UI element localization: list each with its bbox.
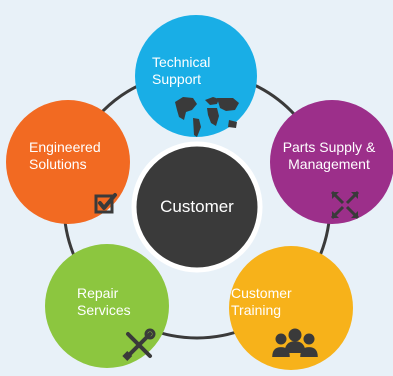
node-label-line: Technical	[152, 54, 210, 70]
node-circle-parts-supply	[270, 100, 393, 224]
center-label: Customer	[160, 197, 234, 216]
node-parts-supply: Parts Supply &Management	[270, 100, 393, 224]
node-circle-repair-services	[45, 244, 169, 368]
people-group-icon	[272, 328, 318, 357]
node-label-parts-supply: Parts Supply &Management	[283, 139, 376, 172]
world-map-icon	[175, 97, 239, 137]
node-label-line: Management	[288, 156, 370, 172]
center-node: Customer	[131, 141, 263, 273]
node-label-line: Services	[77, 302, 131, 318]
node-circle-customer-training	[229, 246, 353, 370]
node-label-line: Training	[231, 302, 281, 318]
node-label-line: Engineered	[29, 139, 101, 155]
node-circle-engineered-solutions	[6, 100, 130, 224]
arrows-expand-icon	[330, 190, 360, 220]
node-label-line: Support	[152, 71, 201, 87]
checkbox-icon	[94, 193, 117, 214]
node-label-line: Solutions	[29, 156, 87, 172]
center-circle	[131, 141, 263, 273]
node-label-line: Repair	[77, 285, 119, 301]
node-label-line: Parts Supply &	[283, 139, 376, 155]
node-label-line: Customer	[231, 285, 292, 301]
